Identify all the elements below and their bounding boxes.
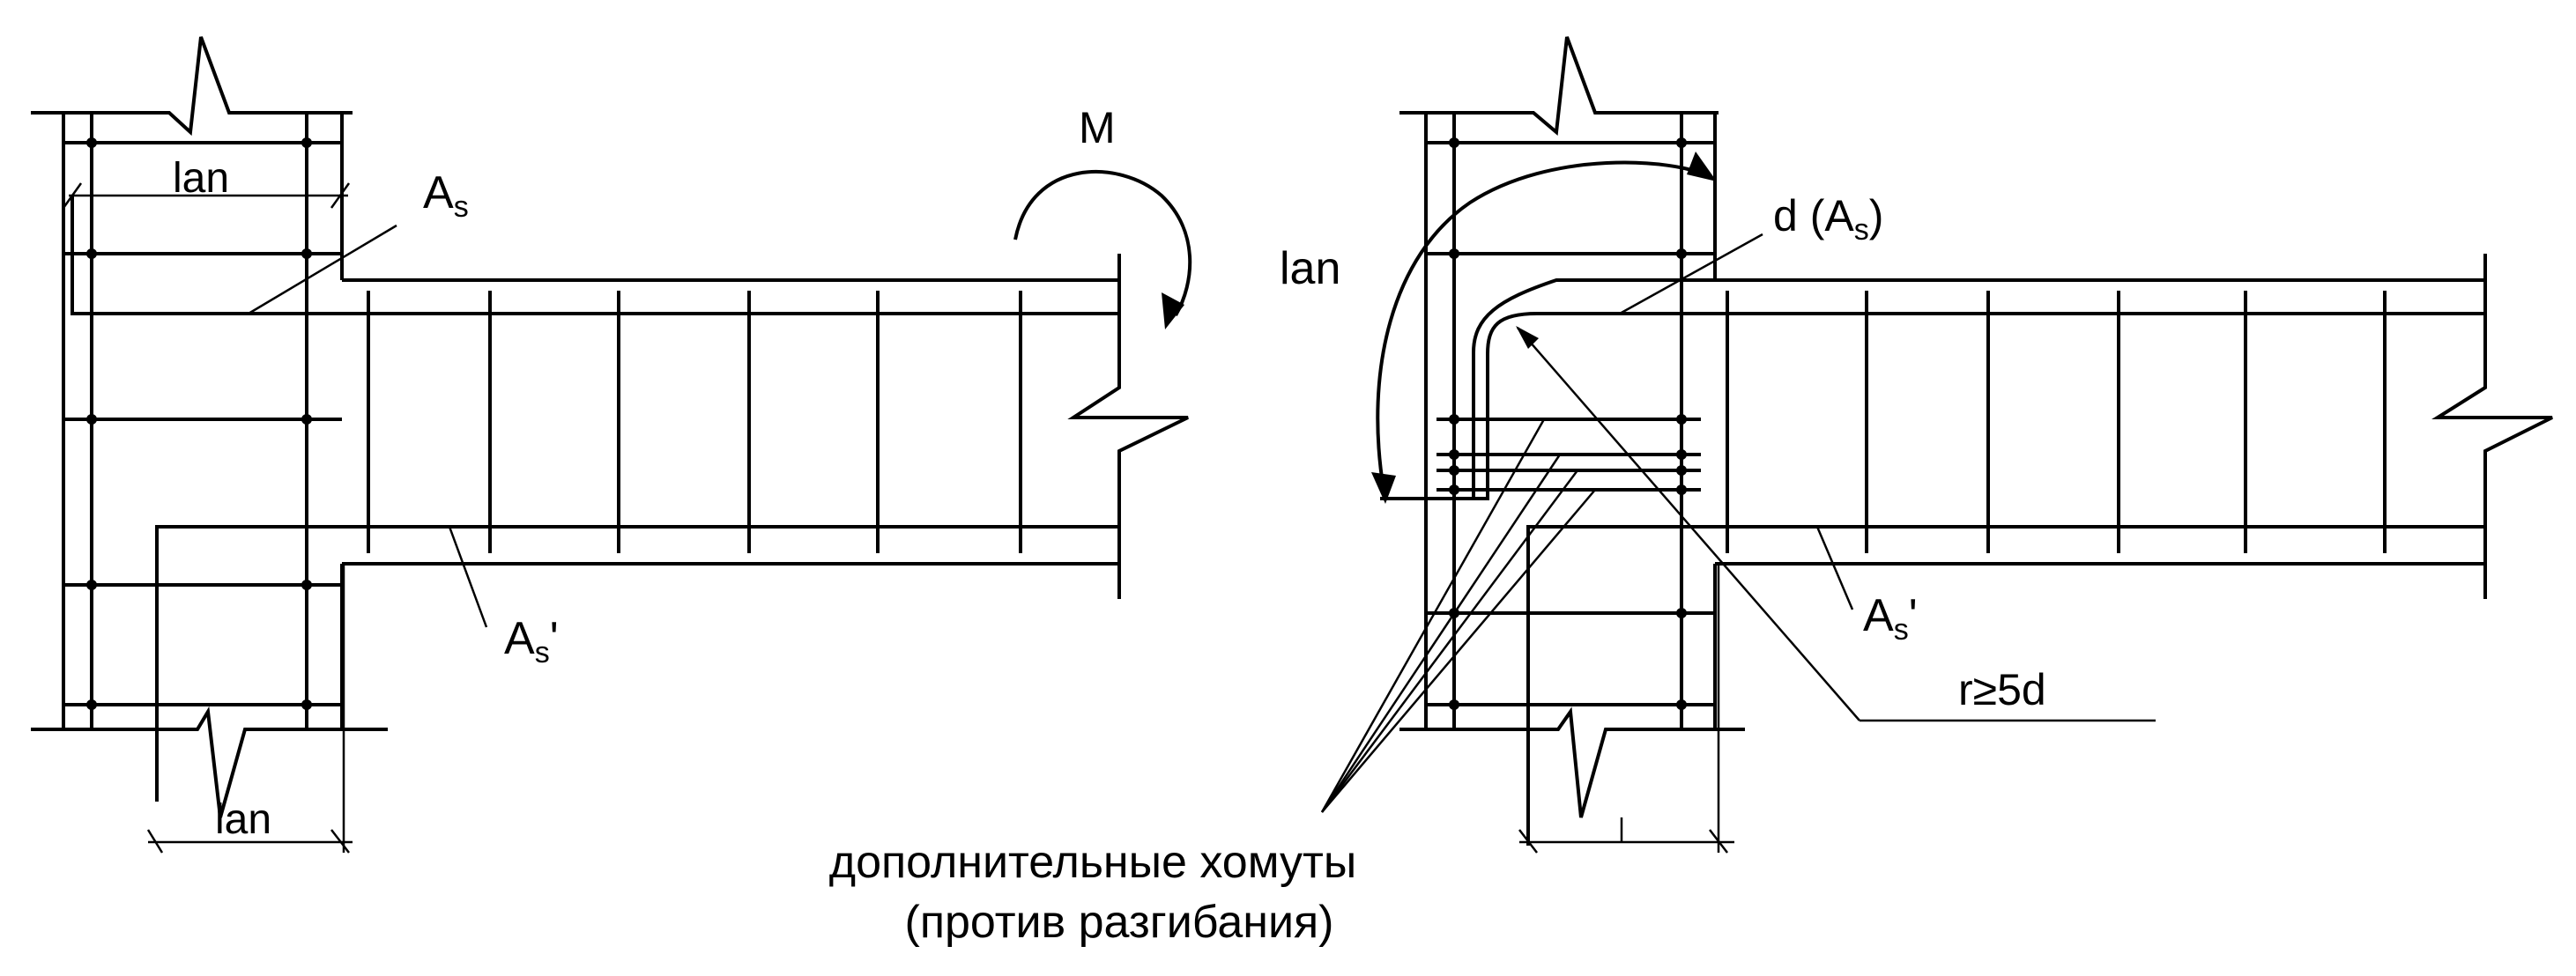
left-bottom-rebar [155, 525, 1119, 802]
left-beam-outline [342, 254, 1189, 599]
right-bottom-rebar-leader [1815, 526, 1854, 610]
right-radius-label: r≥5d [1958, 665, 2046, 714]
right-radius-leader [1516, 326, 2156, 722]
left-column-outline [31, 36, 388, 818]
left-bottom-anchorage-label: lan [215, 796, 271, 843]
right-column-stirrups [1426, 137, 1715, 710]
right-beam-stirrups [1726, 291, 2387, 553]
left-moment-arrow [1013, 169, 1192, 329]
right-additional-stirrups [1436, 414, 1701, 495]
right-top-rebar-label: d (As) [1773, 191, 1883, 247]
stirrups-note-line2: (против разгибания) [905, 897, 1334, 948]
left-bottom-anchorage-dimension [146, 564, 353, 854]
right-bottom-dimension [1518, 564, 1734, 854]
left-moment-label: M [1079, 103, 1116, 152]
left-column-stirrups [63, 137, 342, 710]
right-top-rebar-leader [1619, 233, 1763, 315]
left-beam-stirrups [367, 291, 1022, 553]
left-top-anchorage-dimension [62, 182, 351, 209]
left-top-rebar-label: As [423, 167, 469, 224]
right-top-rebar [1380, 278, 2485, 500]
left-top-anchorage-label: lan [173, 155, 229, 202]
left-top-rebar-leader [248, 224, 397, 315]
left-bottom-rebar-leader [448, 526, 488, 628]
left-bottom-rebar-label: As' [504, 613, 559, 669]
stirrups-note-line1: дополнительные хомуты [829, 837, 1356, 888]
stirrups-note-leaders [1320, 418, 1596, 813]
right-anchorage-label: lan [1280, 243, 1340, 294]
right-beam-outline [1715, 254, 2553, 599]
right-joint-detail: lan d (As) As' r≥5d [829, 36, 2553, 948]
right-bottom-rebar-label: As' [1863, 590, 1918, 647]
right-anchorage-arrow [1371, 152, 1717, 504]
right-bottom-rebar [1526, 525, 2485, 846]
left-top-rebar [71, 196, 1119, 315]
left-joint-detail: lan lan As As' M [31, 36, 1192, 854]
